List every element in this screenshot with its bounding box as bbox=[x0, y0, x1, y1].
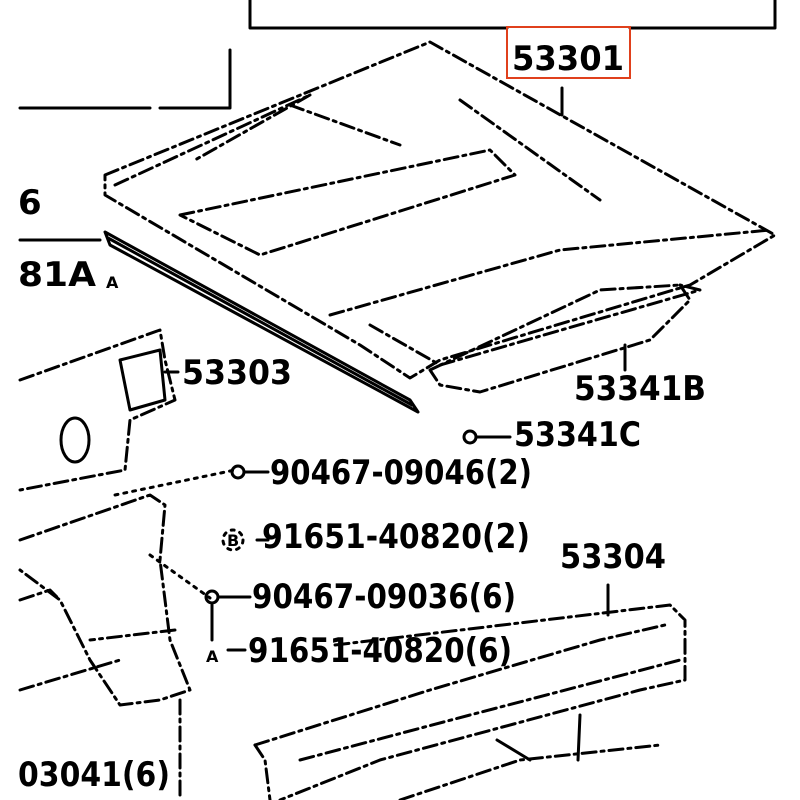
label-ref-b: B bbox=[227, 531, 239, 550]
label-81a-ref: A bbox=[106, 273, 119, 292]
bolt-icon bbox=[230, 464, 246, 480]
hood-panel-53301[interactable] bbox=[103, 40, 777, 380]
label-53303[interactable]: 53303 bbox=[182, 353, 292, 393]
label-53301[interactable]: 53301 bbox=[512, 39, 624, 79]
label-90467-09036[interactable]: 90467-09036(6) bbox=[252, 577, 516, 617]
label-81a[interactable]: 81A bbox=[18, 255, 97, 295]
label-53341b[interactable]: 53341B bbox=[574, 369, 706, 409]
label-91651-40820-a[interactable]: 91651-40820(6) bbox=[248, 631, 512, 671]
label-53304[interactable]: 53304 bbox=[560, 537, 666, 577]
highlight-box bbox=[506, 26, 631, 79]
label-91651-40820-b[interactable]: 91651-40820(2) bbox=[262, 517, 530, 557]
part-53303-bracket[interactable] bbox=[18, 328, 180, 492]
label-53341c[interactable]: 53341C bbox=[514, 415, 641, 455]
inset-frame bbox=[248, 0, 777, 30]
inset-frame-left bbox=[18, 48, 232, 110]
part-53304-cowl[interactable] bbox=[253, 583, 687, 800]
seal-strip[interactable] bbox=[103, 230, 420, 414]
leader-bolt-2 bbox=[210, 595, 252, 642]
ref-b-circle bbox=[221, 528, 245, 552]
clip-icon bbox=[462, 429, 478, 445]
label-03041[interactable]: 03041(6) bbox=[18, 755, 170, 795]
part-front-frame[interactable] bbox=[18, 468, 237, 800]
seal-strip-inner bbox=[106, 236, 414, 407]
label-6[interactable]: 6 bbox=[18, 183, 42, 223]
part-53341b-shape[interactable] bbox=[428, 283, 692, 394]
label-90467-09046[interactable]: 90467-09046(2) bbox=[270, 453, 532, 493]
label-ref-a: A bbox=[206, 647, 219, 666]
